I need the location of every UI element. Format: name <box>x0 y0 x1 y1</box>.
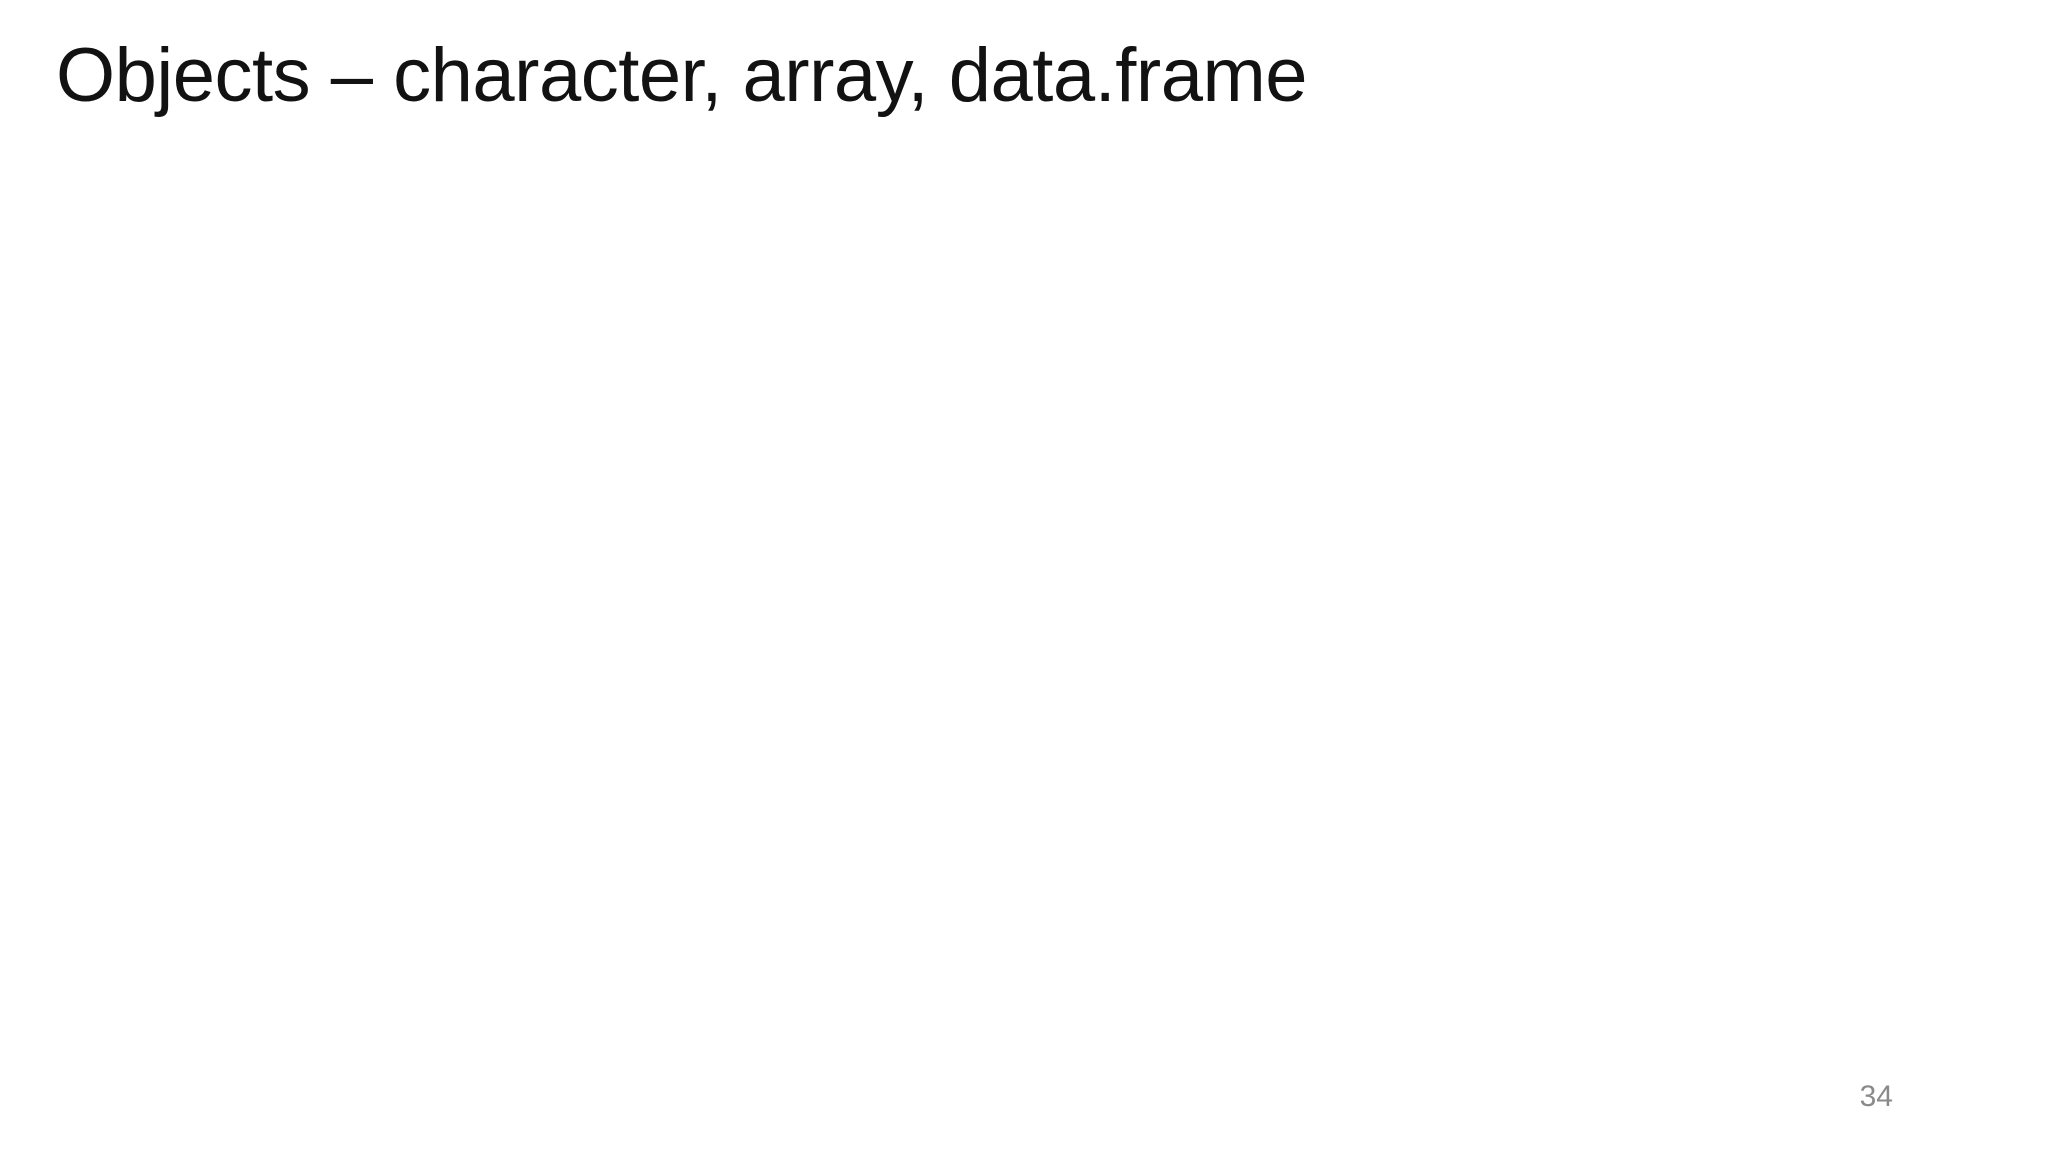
slide-page-number: 34 <box>1859 1080 1893 1113</box>
slide-title: Objects – character, array, data.frame <box>56 33 1308 118</box>
